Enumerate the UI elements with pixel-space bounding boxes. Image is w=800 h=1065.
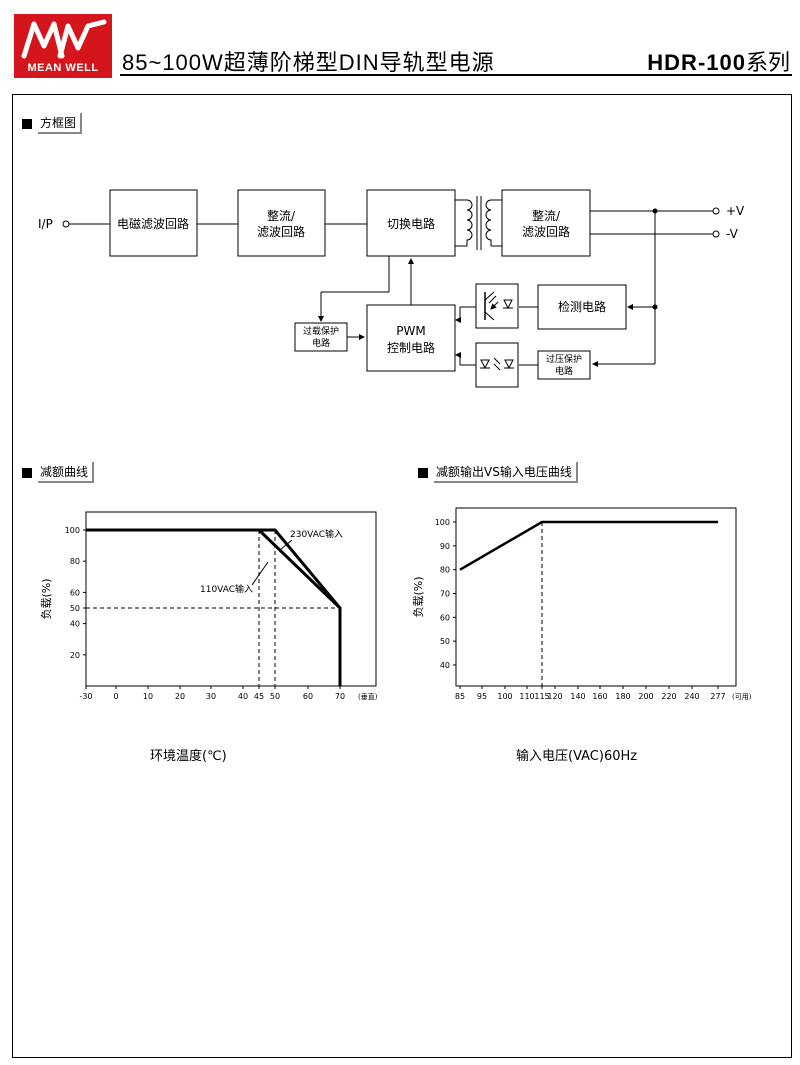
y-tick-label: 20 (70, 651, 80, 660)
output-neg-terminal (712, 230, 720, 238)
x-tick-label: 240 (684, 692, 699, 701)
y-tick-label: 40 (440, 661, 450, 670)
detection-label: 检测电路 (558, 299, 606, 314)
x-tick-label: 10 (143, 692, 153, 701)
detection-block (537, 284, 627, 330)
plot-frame (85, 511, 377, 687)
rectifier-block-2 (501, 189, 591, 257)
x-tick-label: 60 (303, 692, 313, 701)
x-tick-label: 40 (238, 692, 248, 701)
x-tick-label: 110 (519, 692, 534, 701)
y-tick-label: 80 (70, 557, 80, 566)
y-axis-label: 负载(%) (411, 576, 425, 617)
output-pos-label: +V (726, 204, 745, 218)
x-tick-label: 20 (175, 692, 185, 701)
olp-block (294, 322, 348, 352)
transformer-icon (455, 196, 502, 250)
olp-line1: 过载保护 (303, 325, 339, 337)
x-tick-label: 115 (534, 692, 549, 701)
pwm-line1: PWM (396, 324, 425, 338)
rectifier-2-line2: 滤波回路 (522, 224, 570, 239)
series-line-2 (86, 528, 342, 610)
y-axis-label: 负载(%) (39, 578, 53, 619)
x-unit-note: (垂直) (358, 692, 378, 701)
y-tick-label: 70 (440, 590, 450, 599)
rectifier-2-line1: 整流/ (532, 208, 561, 223)
switching-block (366, 189, 456, 257)
block-diagram: I/P 电磁滤波回路 整流/ 滤波回路 切换电路 整流/ 滤波回路 +V -V … (38, 189, 745, 388)
series-label: 230VAC输入 (290, 528, 343, 540)
input-label: I/P (38, 217, 53, 231)
x-tick-label: 70 (335, 692, 345, 701)
y-tick-label: 80 (440, 566, 450, 575)
emi-filter-label: 电磁滤波回路 (117, 216, 189, 231)
optocoupler-icon (475, 342, 519, 388)
mean-well-logo: MEAN WELL (14, 14, 112, 78)
square-bullet-icon (22, 467, 32, 478)
y-tick-label: 50 (70, 604, 80, 613)
input-derating-label: 减额输出VS输入电压曲线 (418, 462, 578, 483)
x-unit-note: (可用) (732, 693, 752, 701)
input-derating-caption: 输入电压(VAC)60Hz (516, 749, 638, 764)
pwm-control-block (366, 304, 456, 372)
plot-frame (455, 507, 737, 687)
rectifier-block-1 (237, 189, 326, 257)
page-title: 85~100W超薄阶梯型DIN导轨型电源 (122, 50, 495, 75)
series-suffix: 系列 (745, 50, 790, 75)
square-bullet-icon (418, 467, 428, 478)
model-name: HDR-100 (647, 50, 746, 75)
x-tick-label: 85 (455, 692, 465, 701)
series-label-leader (251, 561, 269, 586)
header-rule (120, 74, 792, 76)
y-tick-label: 90 (440, 542, 450, 551)
x-tick-label: 160 (592, 692, 607, 701)
x-tick-label: 140 (570, 692, 585, 701)
brand-name: MEAN WELL (27, 62, 99, 74)
ovp-line2: 电路 (555, 365, 573, 377)
x-tick-label: 100 (497, 692, 512, 701)
x-tick-label: 120 (547, 692, 562, 701)
emi-filter-block (109, 189, 198, 257)
series-label-leader (279, 539, 293, 551)
square-bullet-icon (22, 118, 32, 129)
y-tick-label: 40 (70, 620, 80, 629)
derating-curve-label: 减额曲线 (22, 462, 95, 483)
x-tick-label: 45 (254, 692, 264, 701)
x-tick-label: 0 (113, 692, 118, 701)
output-pos-terminal (712, 207, 720, 215)
switching-label: 切换电路 (387, 216, 435, 231)
series-title: HDR-100系列 (647, 45, 790, 77)
mw-logo-icon (21, 19, 107, 59)
series-line-1 (459, 520, 718, 571)
block-diagram-label: 方框图 (22, 113, 83, 134)
content-frame (12, 94, 792, 1058)
x-tick-label: 30 (206, 692, 216, 701)
input-terminal (62, 220, 70, 228)
pwm-line2: 控制电路 (387, 340, 435, 355)
rectifier-1-line2: 滤波回路 (257, 224, 305, 239)
rectifier-1-line1: 整流/ (267, 208, 296, 223)
x-tick-label: 200 (638, 692, 653, 701)
ovp-line1: 过压保护 (546, 353, 582, 365)
y-tick-label: 60 (70, 588, 80, 597)
olp-line2: 电路 (312, 337, 330, 349)
x-tick-label: 50 (270, 692, 280, 701)
optocoupler-icon (475, 283, 519, 329)
derating-chart: -30 0 10 20 30 40 45 50 60 70 100 80 60 50 40 20 (垂直) 负载(… (39, 511, 378, 701)
y-tick-label: 100 (435, 518, 450, 527)
y-tick-label: 50 (440, 637, 450, 646)
x-tick-label: 277 (710, 692, 725, 701)
x-tick-label: 180 (615, 692, 630, 701)
y-tick-label: 100 (65, 526, 80, 535)
x-tick-label: -30 (79, 692, 92, 701)
output-neg-label: -V (726, 227, 739, 241)
x-tick-label: 95 (477, 692, 487, 701)
x-tick-label: 220 (661, 692, 676, 701)
derating-caption: 环境温度(℃) (150, 749, 227, 764)
series-label: 110VAC输入 (200, 583, 253, 595)
y-tick-label: 60 (440, 613, 450, 622)
